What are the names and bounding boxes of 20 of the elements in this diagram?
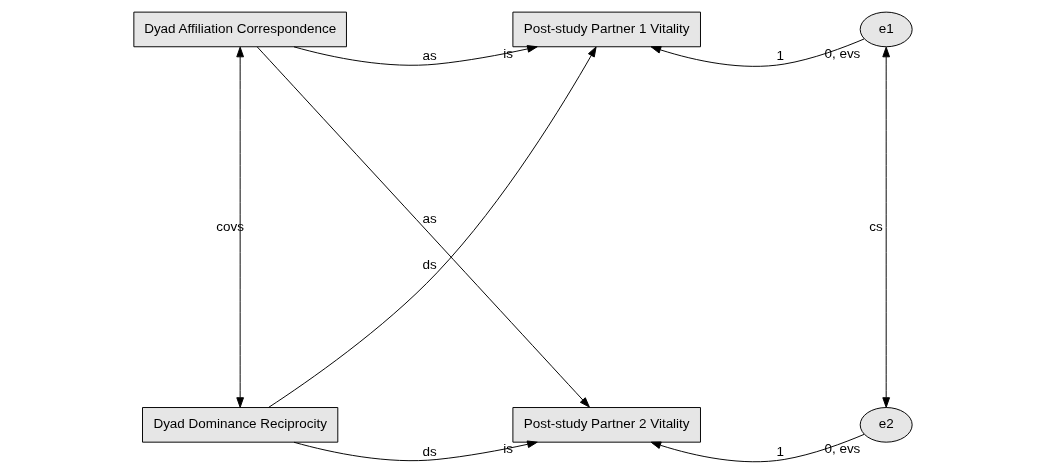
edge-label: ds [422,443,437,459]
node-box: Post-study Partner 1 Vitality [511,11,701,48]
edge-label: as [422,48,437,64]
edge-label: cs [868,218,883,234]
edge-label: 1 [776,443,784,459]
node-box: Post-study Partner 2 Vitality [511,407,701,443]
node-box: Dyad Affiliation Correspondence [132,11,347,48]
arrow [650,433,865,463]
node-ellipse: e2 [859,407,913,443]
edge-label: 1 [776,48,784,64]
arrow [235,46,244,408]
edge-label: covs [215,218,244,234]
arrow [293,45,538,66]
node-ellipse: e1 [859,11,913,48]
edge-label: as [422,211,437,226]
arrow [881,46,890,408]
edge-label: ds [422,257,437,273]
node-box: Dyad Dominance Reciprocity [141,407,338,443]
arrow [650,38,865,67]
arrow [293,440,538,462]
